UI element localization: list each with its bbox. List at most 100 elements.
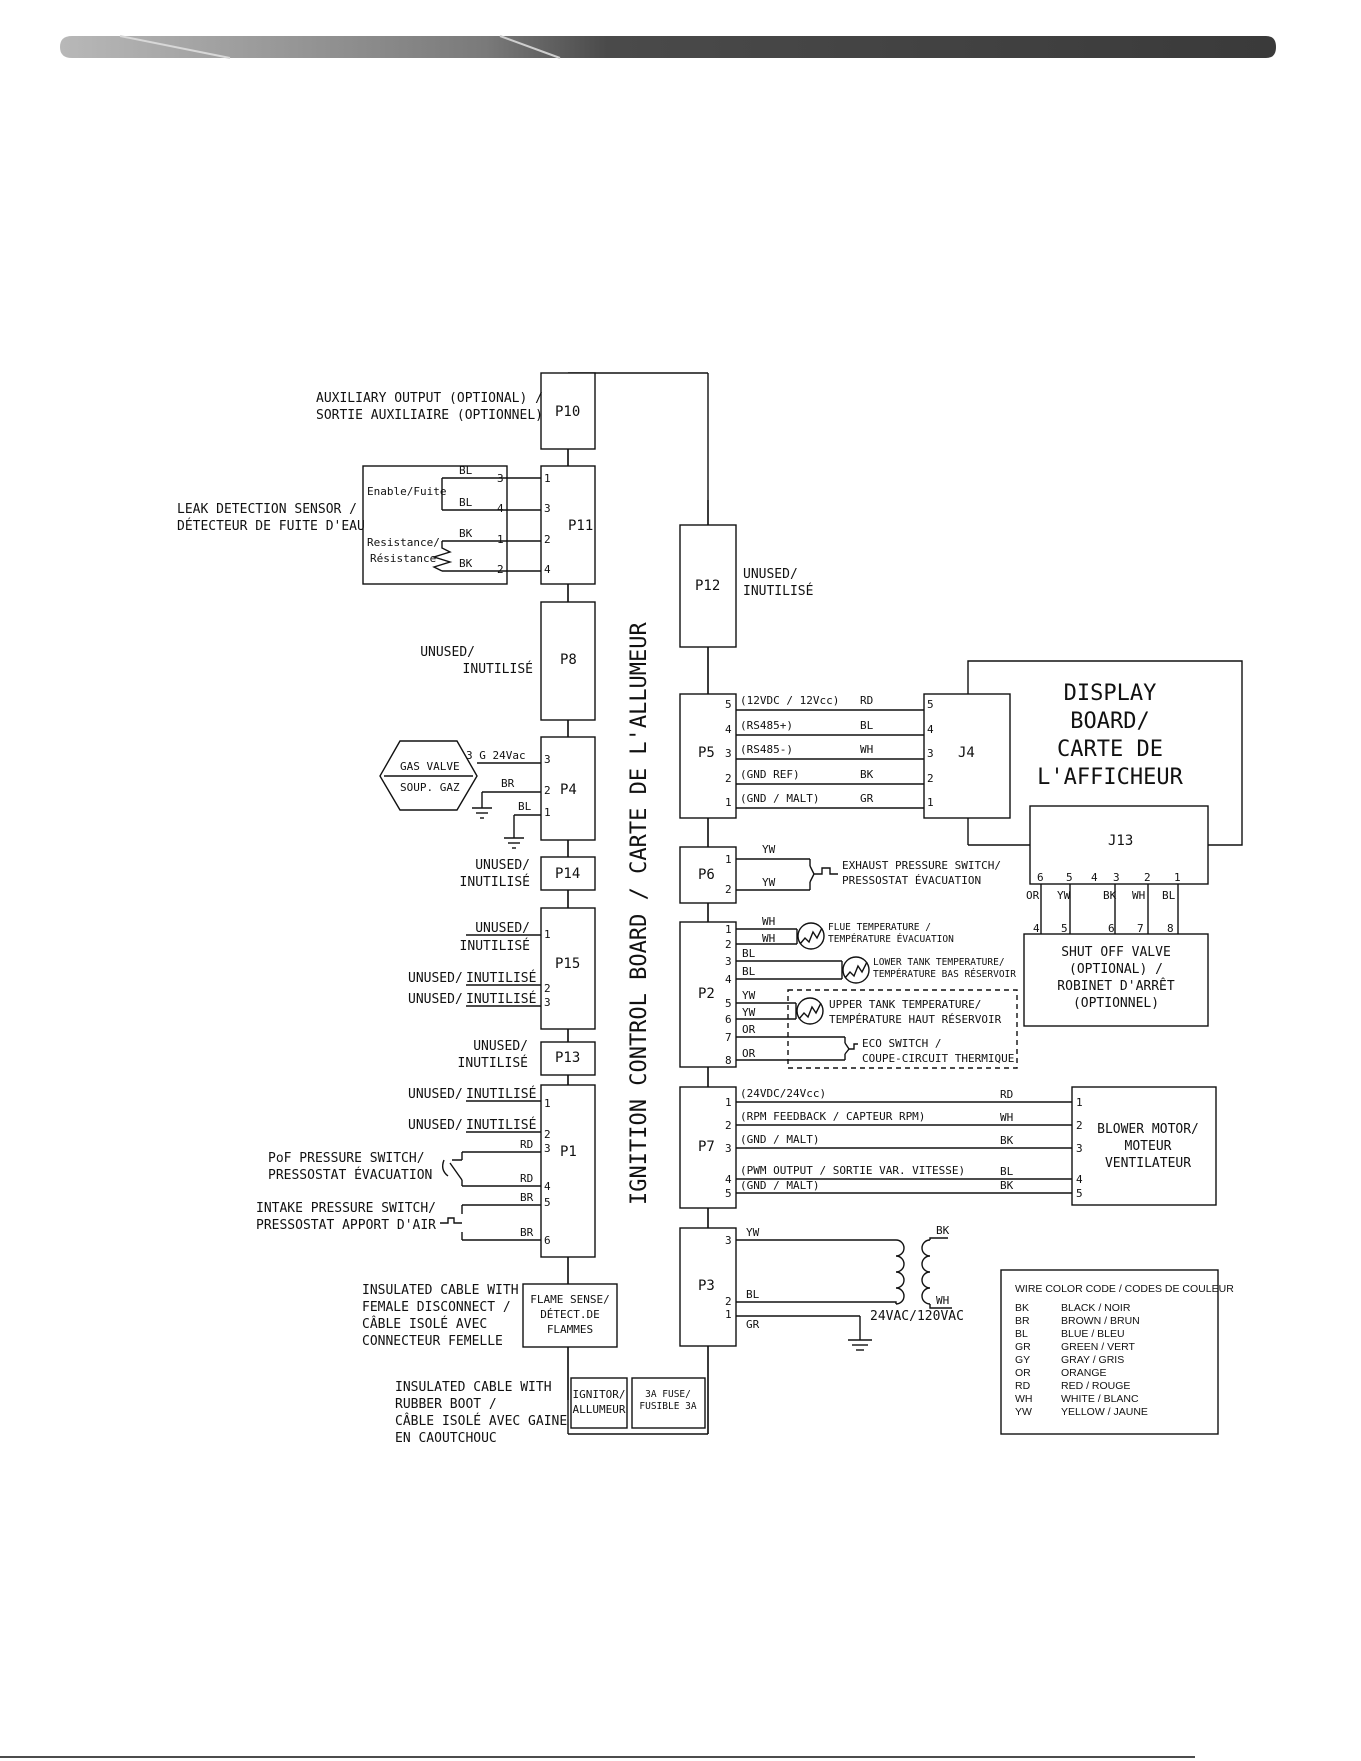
svg-text:WH: WH (860, 743, 873, 756)
svg-text:RD: RD (520, 1138, 533, 1151)
svg-text:INUTILISÉ: INUTILISÉ (463, 661, 533, 677)
svg-text:(GND / MALT): (GND / MALT) (740, 1133, 819, 1146)
svg-text:BR: BR (520, 1191, 534, 1204)
svg-text:BK: BK (459, 527, 473, 540)
svg-text:3: 3 (725, 747, 732, 760)
svg-text:3 G 24Vac: 3 G 24Vac (466, 749, 526, 762)
svg-text:INUTILISÉ: INUTILISÉ (466, 1086, 536, 1102)
svg-text:2: 2 (497, 563, 504, 576)
svg-text:2: 2 (544, 982, 551, 995)
svg-text:(RPM FEEDBACK / CAPTEUR RPM): (RPM FEEDBACK / CAPTEUR RPM) (740, 1110, 925, 1123)
shut-off-valve-label: SHUT OFF VALVE (1061, 945, 1171, 960)
svg-text:8: 8 (725, 1054, 732, 1067)
svg-text:3: 3 (544, 1142, 551, 1155)
svg-text:4: 4 (725, 1173, 732, 1186)
svg-text:5: 5 (544, 1196, 551, 1209)
svg-text:VENTILATEUR: VENTILATEUR (1105, 1156, 1191, 1171)
svg-text:4: 4 (1033, 922, 1040, 935)
svg-text:1: 1 (544, 928, 551, 941)
legend-name: BLACK / NOIR (1061, 1302, 1131, 1314)
svg-text:BL: BL (746, 1288, 760, 1301)
connector-j4-label: J4 (958, 745, 975, 761)
svg-text:RD: RD (860, 694, 873, 707)
svg-text:BL: BL (518, 800, 532, 813)
svg-text:2: 2 (725, 1119, 732, 1132)
svg-text:BK: BK (936, 1224, 950, 1237)
svg-text:YW: YW (742, 989, 756, 1002)
svg-text:3A FUSE/: 3A FUSE/ (645, 1389, 691, 1400)
svg-text:CÂBLE ISOLÉ AVEC: CÂBLE ISOLÉ AVEC (362, 1316, 487, 1332)
connector-p2-label: P2 (698, 986, 715, 1002)
svg-text:1: 1 (725, 853, 732, 866)
svg-text:IGNITOR/: IGNITOR/ (573, 1388, 626, 1401)
legend-title: WIRE COLOR CODE / CODES DE COULEUR (1015, 1283, 1234, 1295)
flame-sense-box (522, 1283, 618, 1348)
svg-text:2: 2 (544, 1128, 551, 1141)
ignitor-box (570, 1377, 628, 1429)
svg-text:WH: WH (762, 932, 775, 945)
svg-text:INSULATED CABLE WITH: INSULATED CABLE WITH (362, 1283, 519, 1298)
shut-off-valve-box (1023, 933, 1209, 1027)
svg-text:YW: YW (1057, 889, 1071, 902)
svg-text:ROBINET D'ARRÊT: ROBINET D'ARRÊT (1057, 978, 1175, 994)
exhaust-switch-label: EXHAUST PRESSURE SWITCH/ (842, 859, 1001, 872)
connector-p6 (679, 846, 737, 904)
legend-code: BR (1015, 1315, 1030, 1327)
eco-switch-label: ECO SWITCH / (862, 1037, 941, 1050)
legend-code: YW (1015, 1406, 1032, 1418)
fuse-box (631, 1377, 706, 1429)
svg-text:7: 7 (725, 1031, 732, 1044)
svg-text:BL: BL (459, 496, 473, 509)
svg-text:4: 4 (1091, 871, 1098, 884)
lower-tank-temp-label: LOWER TANK TEMPERATURE/ (873, 957, 1005, 968)
svg-text:BK: BK (1000, 1134, 1014, 1147)
svg-text:Resistance/: Resistance/ (367, 536, 440, 549)
svg-text:WH: WH (1132, 889, 1145, 902)
svg-text:5: 5 (725, 997, 732, 1010)
svg-text:INUTILISÉ: INUTILISÉ (460, 874, 530, 890)
svg-text:BK: BK (1103, 889, 1117, 902)
svg-text:BK: BK (1000, 1179, 1014, 1192)
connector-p3-label: P3 (698, 1278, 715, 1294)
svg-text:(12VDC / 12Vcc): (12VDC / 12Vcc) (740, 694, 839, 707)
svg-text:(PWM OUTPUT / SORTIE VAR. VIT: (PWM OUTPUT / SORTIE VAR. VITESSE) (740, 1164, 965, 1177)
connector-j13-label: J13 (1108, 833, 1133, 849)
svg-text:SOUP. GAZ: SOUP. GAZ (400, 781, 460, 794)
svg-text:BL: BL (1000, 1165, 1014, 1178)
svg-text:WH: WH (762, 915, 775, 928)
legend-code: GY (1015, 1354, 1030, 1366)
svg-text:2: 2 (725, 772, 732, 785)
legend-code: GR (1015, 1341, 1031, 1353)
svg-text:MOTEUR: MOTEUR (1125, 1139, 1172, 1154)
svg-text:1: 1 (497, 533, 504, 546)
svg-text:UNUSED/: UNUSED/ (408, 1087, 463, 1102)
svg-text:4: 4 (544, 563, 551, 576)
svg-text:FEMALE DISCONNECT /: FEMALE DISCONNECT / (362, 1300, 511, 1315)
svg-text:BR: BR (501, 777, 515, 790)
svg-text:FUSIBLE 3A: FUSIBLE 3A (639, 1401, 696, 1412)
svg-text:YW: YW (762, 876, 776, 889)
connector-p7-label: P7 (698, 1139, 715, 1155)
connector-p13-label: P13 (555, 1050, 580, 1066)
svg-text:5: 5 (1061, 922, 1068, 935)
svg-text:6: 6 (1108, 922, 1115, 935)
transformer-voltage-label: 24VAC/120VAC (870, 1309, 964, 1324)
connector-p1 (540, 1084, 596, 1258)
svg-text:(OPTIONAL) /: (OPTIONAL) / (1069, 962, 1163, 977)
svg-text:BL: BL (860, 719, 874, 732)
connector-p13 (540, 1041, 596, 1076)
legend-name: BROWN / BRUN (1061, 1315, 1140, 1327)
svg-text:8: 8 (1167, 922, 1174, 935)
svg-text:BK: BK (459, 557, 473, 570)
svg-text:2: 2 (927, 772, 934, 785)
svg-text:4: 4 (725, 723, 732, 736)
svg-text:ALLUMEUR: ALLUMEUR (573, 1403, 626, 1416)
svg-text:3: 3 (544, 753, 551, 766)
connector-p8 (540, 601, 596, 721)
svg-text:1: 1 (725, 1096, 732, 1109)
upper-tank-temp-label: UPPER TANK TEMPERATURE/ (829, 998, 981, 1011)
connector-p4 (540, 736, 596, 841)
svg-text:2: 2 (725, 1295, 732, 1308)
legend-code: BK (1015, 1302, 1029, 1314)
wire-color-legend (1000, 1269, 1219, 1435)
